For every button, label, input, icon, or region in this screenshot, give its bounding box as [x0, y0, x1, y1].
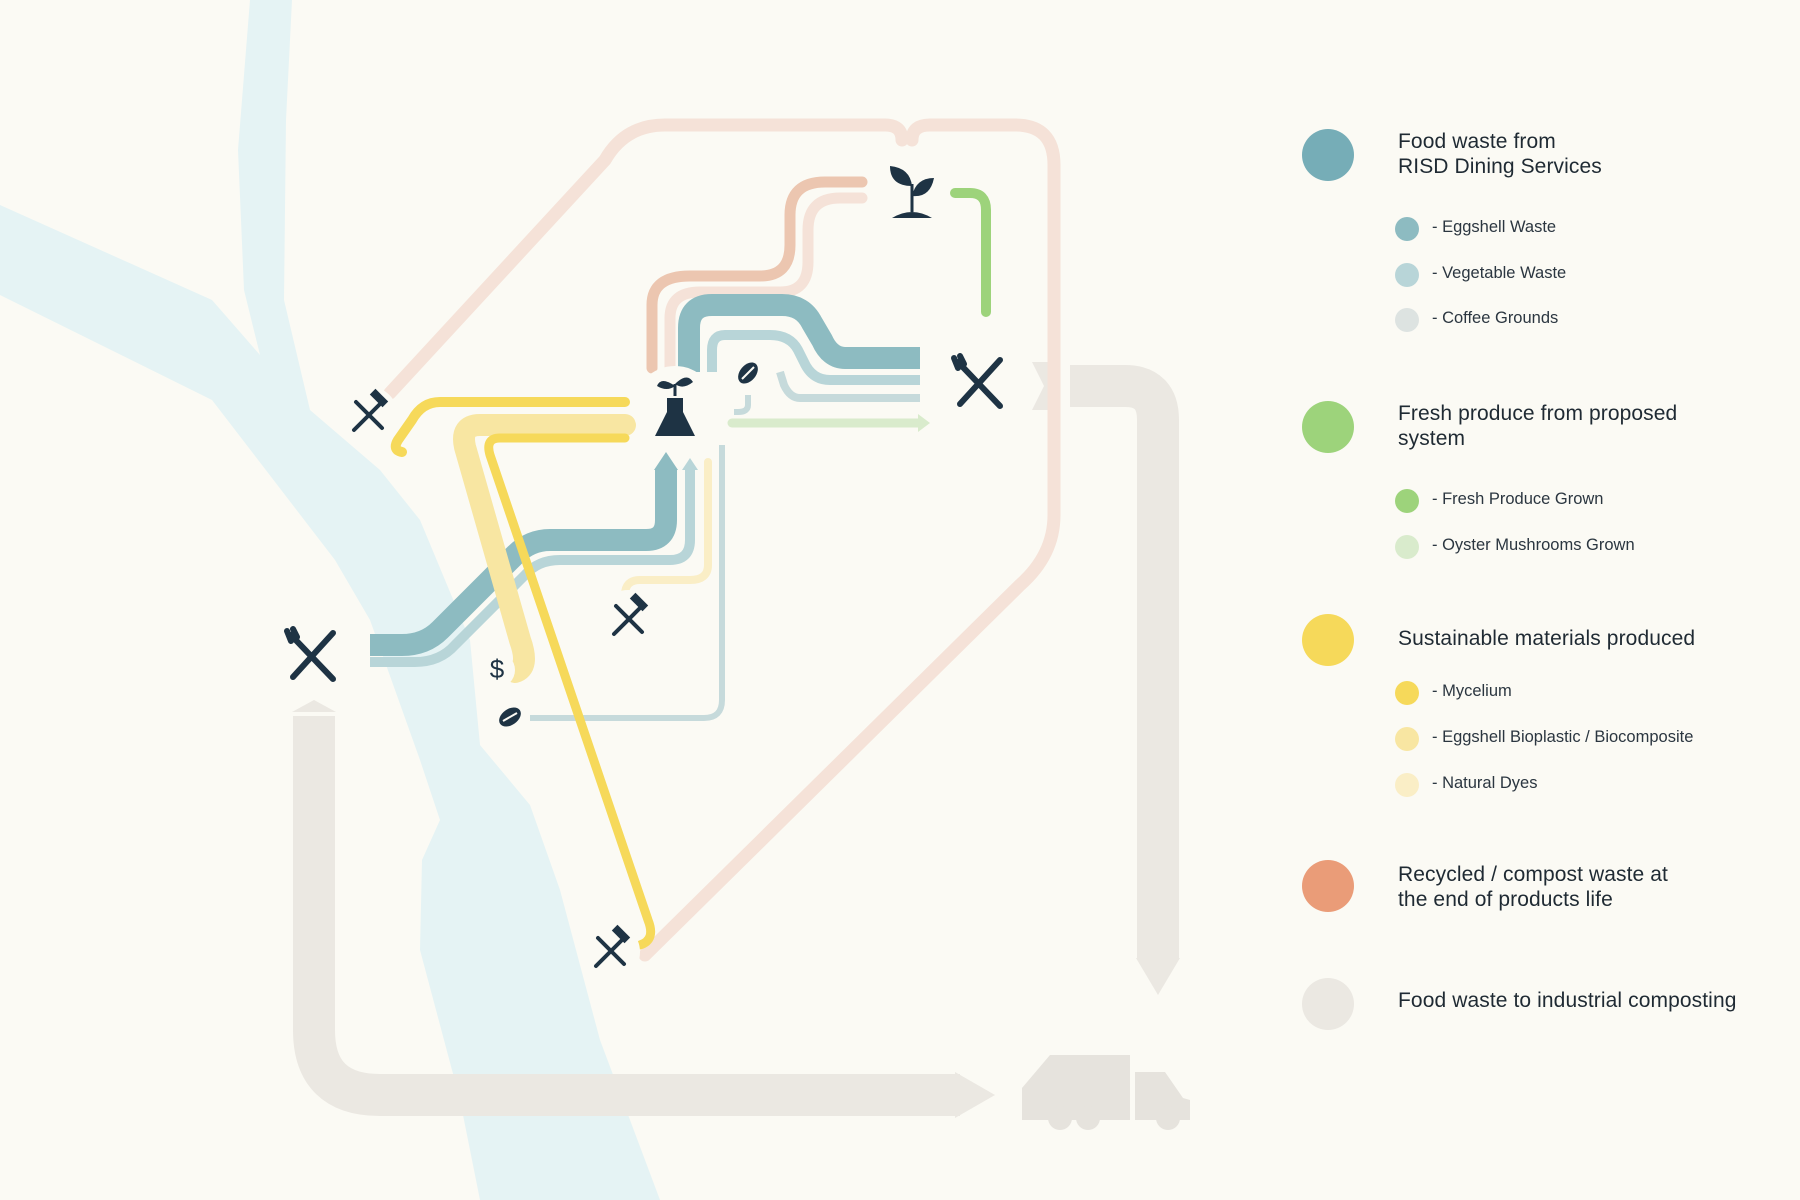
legend-swatch-food-waste	[1302, 129, 1354, 181]
materials-flow	[390, 397, 712, 950]
legend-swatch-bioplastic	[1395, 727, 1419, 751]
legend-swatch-natural-dyes	[1395, 773, 1419, 797]
compost-flow	[293, 365, 1179, 1116]
recycle-flow-strong	[646, 176, 868, 374]
river	[0, 0, 660, 1200]
dollar-sign-text: $	[490, 654, 505, 684]
legend-label-mycelium: - Mycelium	[1432, 682, 1512, 700]
coffee-bean-icon	[730, 355, 766, 391]
legend-label-produce-grown: - Fresh Produce Grown	[1432, 490, 1604, 508]
plant-sprout-icon	[874, 152, 950, 228]
legend-label-fresh-produce: Fresh produce from proposed system	[1398, 402, 1678, 450]
legend-swatch-produce-grown	[1395, 489, 1419, 513]
dining-icon	[275, 619, 351, 695]
legend-swatch-materials	[1302, 614, 1354, 666]
compost-arrowhead	[1136, 958, 1180, 995]
compost-arrow-tail	[1032, 362, 1052, 410]
lab-flask-icon	[633, 366, 717, 450]
legend-label-recycled: Recycled / compost waste at the end of p…	[1398, 863, 1668, 911]
flow-arrowhead	[682, 458, 698, 470]
legend-swatch-recycled	[1302, 860, 1354, 912]
flow-arrowhead	[918, 414, 930, 432]
legend-swatch-mycelium	[1395, 681, 1419, 705]
flow-diagram: $	[0, 0, 1190, 1200]
compost-arrowhead	[955, 1072, 995, 1118]
legend-swatch-coffee-grounds	[1395, 308, 1419, 332]
legend-label-industrial-compost: Food waste to industrial composting	[1398, 989, 1737, 1012]
hammer-tools-icon	[338, 386, 398, 446]
food-waste-flow	[370, 294, 920, 721]
legend-label-coffee-grounds: - Coffee Grounds	[1432, 309, 1559, 327]
compost-arrowhead	[292, 700, 336, 712]
legend-label-eggshell-waste: - Eggshell Waste	[1432, 218, 1557, 236]
dining-icon	[942, 346, 1018, 422]
legend-label-food-waste: Food waste from RISD Dining Services	[1398, 130, 1602, 178]
recycle-flow	[383, 118, 1061, 962]
garbage-truck-icon	[1022, 1055, 1190, 1130]
legend-swatch-eggshell-waste	[1395, 217, 1419, 241]
hammer-tools-icon	[598, 590, 658, 650]
legend-swatch-oyster-mushrooms	[1395, 535, 1419, 559]
legend-label-materials: Sustainable materials produced	[1398, 627, 1696, 650]
produce-flow	[727, 188, 991, 428]
legend-swatch-vegetable-waste	[1395, 263, 1419, 287]
legend: Food waste from RISD Dining Services - E…	[1290, 0, 1790, 1200]
legend-swatch-fresh-produce	[1302, 401, 1354, 453]
flow-arrowhead	[654, 452, 678, 470]
dollar-sign-icon: $	[479, 652, 515, 688]
legend-label-bioplastic: - Eggshell Bioplastic / Biocomposite	[1432, 728, 1694, 746]
hammer-tools-icon	[580, 922, 640, 982]
legend-swatch-industrial-compost	[1302, 978, 1354, 1030]
legend-label-oyster-mushrooms: - Oyster Mushrooms Grown	[1432, 536, 1635, 554]
legend-label-natural-dyes: - Natural Dyes	[1432, 774, 1538, 792]
legend-label-vegetable-waste: - Vegetable Waste	[1432, 264, 1567, 282]
coffee-bean-icon	[492, 699, 528, 735]
